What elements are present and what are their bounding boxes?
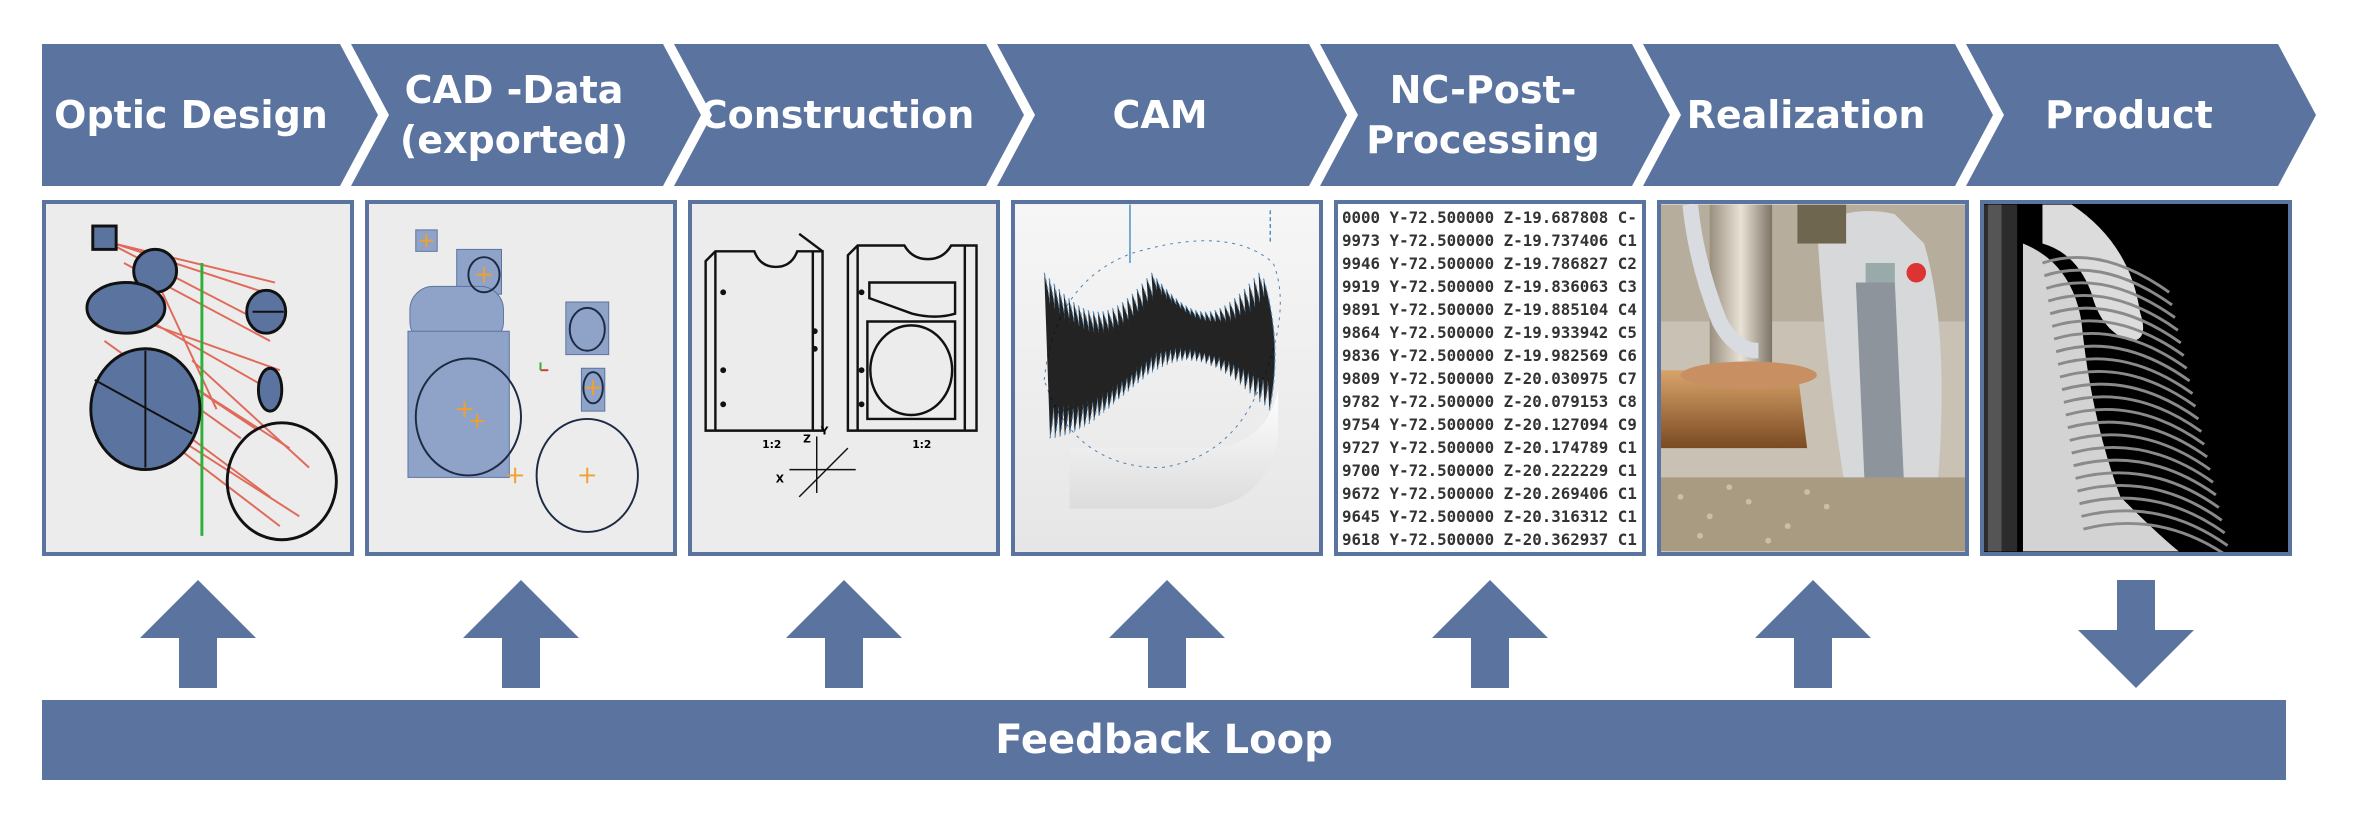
step-title-6: Realization [1686, 93, 1926, 137]
feedback-loop-label: Feedback Loop [995, 717, 1333, 763]
scale-label-right: 1:2 [912, 438, 931, 451]
construction-panel: 1:2 1:2 X Y Z [688, 200, 1000, 556]
chevron-step-2 [351, 44, 701, 186]
nc-code-line: 9809 Y-72.500000 Z-20.030975 C7 [1342, 369, 1637, 388]
scale-label-left: 1:2 [762, 438, 781, 451]
axis-label-x: X [776, 472, 785, 485]
step-title-1: Optic Design [54, 93, 328, 137]
machining-photo [1661, 204, 1965, 552]
nc-code-line: 9864 Y-72.500000 Z-19.933942 C5 [1342, 323, 1637, 342]
nc-code-line: 9891 Y-72.500000 Z-19.885104 C4 [1342, 300, 1637, 319]
construction-drawing: 1:2 1:2 X Y Z [692, 204, 996, 552]
cad-data-diagram [369, 204, 673, 552]
nc-code-line: 9645 Y-72.500000 Z-20.316312 C1 [1342, 507, 1637, 526]
cam-panel [1011, 200, 1323, 556]
nc-code-listing: 0000 Y-72.500000 Z-19.687808 C- 9973 Y-72… [1338, 204, 1642, 552]
nc-code-line: 9973 Y-72.500000 Z-19.737406 C1 [1342, 231, 1637, 250]
chevron-step-4 [997, 44, 1347, 186]
product-panel [1980, 200, 2292, 556]
optic-design-diagram [46, 204, 350, 552]
nc-code-line: 9590 Y-72.500000 Z-20.409274 C1 [1342, 551, 1642, 552]
nc-code-line: 0000 Y-72.500000 Z-19.687808 C- [1342, 208, 1637, 227]
step-title-2: CAD -Data (exported) [399, 68, 629, 162]
nc-post-processing-panel: 0000 Y-72.500000 Z-19.687808 C- 9973 Y-72… [1334, 200, 1646, 556]
step-title-4: CAM [1112, 93, 1208, 137]
chevron-step-7 [1966, 44, 2316, 186]
nc-code-line: 9700 Y-72.500000 Z-20.222229 C1 [1342, 461, 1637, 480]
optic-design-panel [42, 200, 354, 556]
nc-code-line: 9919 Y-72.500000 Z-19.836063 C3 [1342, 277, 1637, 296]
step-title-7: Product [2045, 93, 2213, 137]
nc-code-line: 9836 Y-72.500000 Z-19.982569 C6 [1342, 346, 1637, 365]
axis-label-z: Z [803, 432, 811, 445]
feedback-loop-bar [42, 700, 2286, 780]
chevron-step-3 [674, 44, 1024, 186]
chevron-step-1 [42, 44, 378, 186]
nc-code-line: 9727 Y-72.500000 Z-20.174789 C1 [1342, 438, 1637, 457]
cad-data-panel [365, 200, 677, 556]
nc-code-line: 9618 Y-72.500000 Z-20.362937 C1 [1342, 530, 1637, 549]
axis-label-y: Y [820, 425, 829, 438]
nc-code-line: 9946 Y-72.500000 Z-19.786827 C2 [1342, 254, 1637, 273]
nc-code-line: 9782 Y-72.500000 Z-20.079153 C8 [1342, 392, 1637, 411]
nc-code-line: 9672 Y-72.500000 Z-20.269406 C1 [1342, 484, 1637, 503]
cam-toolpath-render [1015, 204, 1319, 552]
realization-panel [1657, 200, 1969, 556]
step-title-3: Construction [699, 93, 975, 137]
nc-code-line: 9754 Y-72.500000 Z-20.127094 C9 [1342, 415, 1637, 434]
chevron-step-6 [1643, 44, 1993, 186]
chevron-step-5 [1320, 44, 1670, 186]
step-title-5: NC-Post- Processing [1366, 68, 1600, 162]
product-photo [1984, 204, 2288, 552]
